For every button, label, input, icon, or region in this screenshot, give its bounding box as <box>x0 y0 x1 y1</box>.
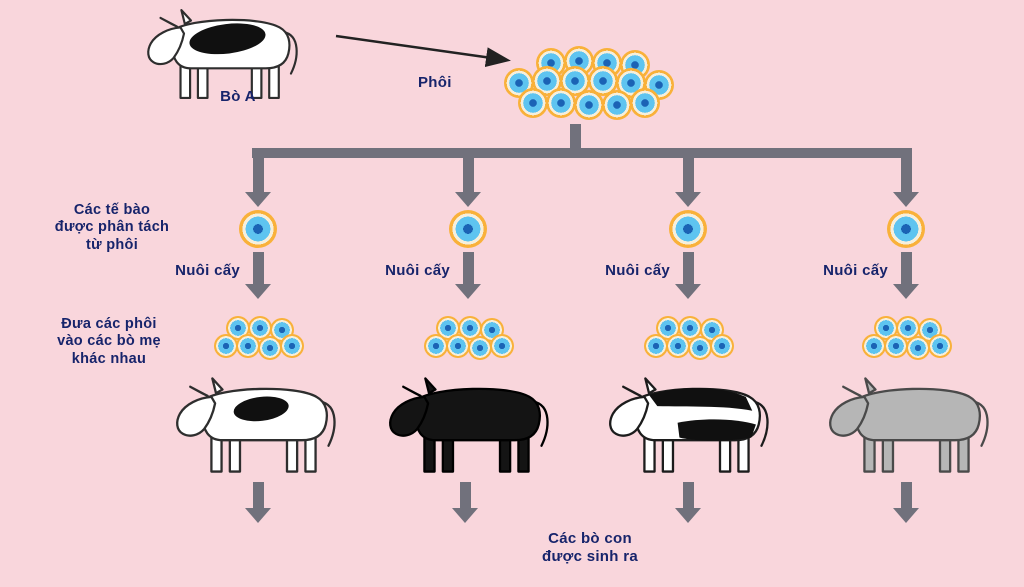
embryo-cell <box>906 336 930 360</box>
transfer-line-2: vào các bò mẹ <box>57 333 161 350</box>
embryo-cell <box>688 336 712 360</box>
birth-arrow-4 <box>893 482 919 523</box>
embryo-cell <box>666 334 690 358</box>
culture-arrow-2 <box>455 252 481 299</box>
embryo-cell <box>630 88 660 118</box>
separated-cells-line-1: Các tế bào <box>73 202 151 218</box>
embryo-label: Phôi <box>418 74 452 91</box>
separated-cell-3 <box>669 210 707 248</box>
birth-arrow-1 <box>245 482 271 523</box>
separated-cell-1 <box>239 210 277 248</box>
separated-cells-line-2: được phân tách <box>54 219 170 236</box>
connector-stem <box>570 124 581 150</box>
surrogate-cow-4-illustration <box>818 372 1003 478</box>
embryo-cluster-4 <box>860 316 952 362</box>
separated-cells-line-3: từ phôi <box>85 236 139 253</box>
separated-cell-4 <box>887 210 925 248</box>
embryo-cell <box>884 334 908 358</box>
transfer-line-1: Đưa các phôi <box>61 316 157 332</box>
surrogate-cow-2-illustration <box>378 372 563 478</box>
culture-label-2: Nuôi cấy <box>385 262 450 279</box>
embryo-cell <box>928 334 952 358</box>
split-arrow-3 <box>675 158 701 207</box>
embryo-cell <box>602 90 632 120</box>
offspring-line-2: được sinh ra <box>542 548 638 565</box>
split-arrow-4 <box>893 158 919 207</box>
embryo-cell <box>862 334 886 358</box>
offspring-label: Các bò con được sinh ra <box>470 530 710 566</box>
culture-arrow-3 <box>675 252 701 299</box>
embryo-cell <box>490 334 514 358</box>
embryo-cell <box>214 334 238 358</box>
culture-label-1: Nuôi cấy <box>175 262 240 279</box>
embryo-cell <box>468 336 492 360</box>
culture-arrow-4 <box>893 252 919 299</box>
birth-arrow-2 <box>452 482 478 523</box>
transfer-label: Đưa các phôi vào các bò mẹ khác nhau <box>24 316 194 368</box>
embryo-cluster-top <box>498 46 680 124</box>
embryo-cell <box>236 334 260 358</box>
connector-bar <box>252 148 912 158</box>
embryo-cell <box>644 334 668 358</box>
embryo-cell <box>546 88 576 118</box>
split-arrow-2 <box>455 158 481 207</box>
culture-label-3: Nuôi cấy <box>605 262 670 279</box>
embryo-cell <box>710 334 734 358</box>
separated-cell-2 <box>449 210 487 248</box>
culture-arrow-1 <box>245 252 271 299</box>
surrogate-cow-1-illustration <box>165 372 350 478</box>
embryo-cluster-1 <box>212 316 304 362</box>
birth-arrow-3 <box>675 482 701 523</box>
embryo-cell <box>518 88 548 118</box>
surrogate-cow-3-illustration <box>598 372 783 478</box>
embryo-cluster-2 <box>422 316 514 362</box>
culture-label-4: Nuôi cấy <box>823 262 888 279</box>
cow-a-label: Bò A <box>220 88 256 105</box>
offspring-line-1: Các bò con <box>548 530 632 547</box>
embryo-cell <box>280 334 304 358</box>
cow-a-illustration <box>118 4 330 104</box>
separated-cells-label: Các tế bào được phân tách từ phôi <box>28 202 196 254</box>
split-arrow-1 <box>245 158 271 207</box>
embryo-cell <box>574 90 604 120</box>
cow-to-embryo-arrow <box>335 34 511 68</box>
embryo-cell <box>258 336 282 360</box>
embryo-cell <box>446 334 470 358</box>
transfer-line-3: khác nhau <box>71 350 147 367</box>
embryo-cluster-3 <box>642 316 734 362</box>
embryo-cell <box>424 334 448 358</box>
